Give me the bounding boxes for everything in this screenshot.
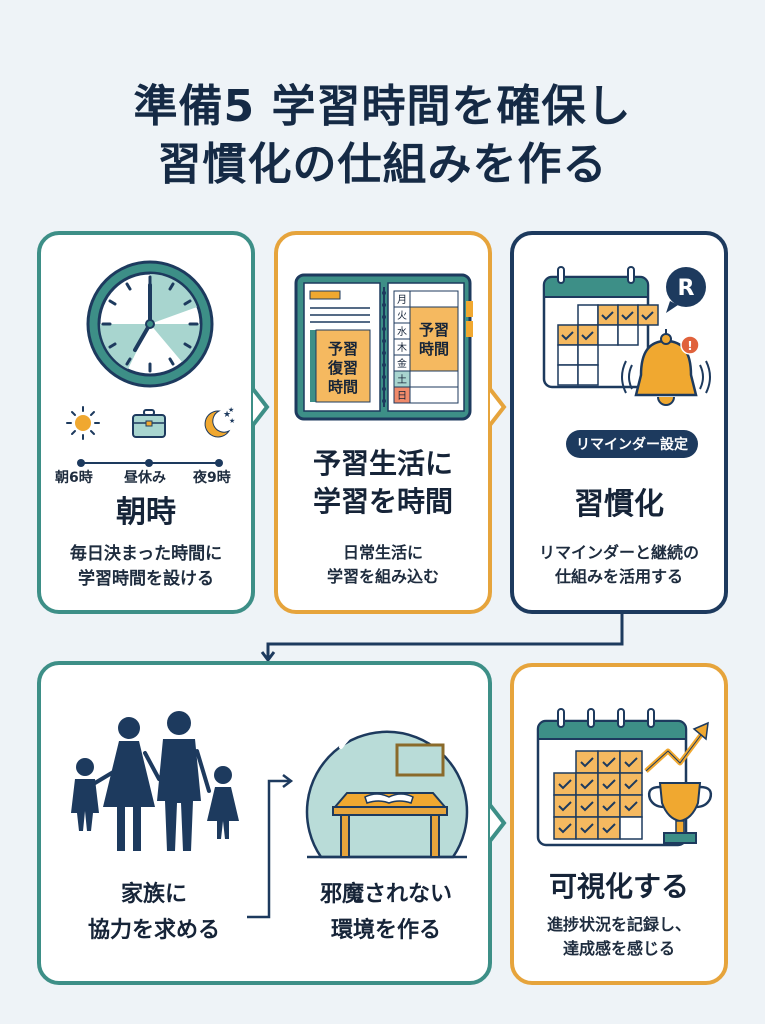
calendar-bell-icon: R ! [542,266,711,406]
svg-text:★: ★ [223,410,231,420]
card-heading: 習慣化 [574,487,664,522]
lunchbox-icon [132,409,166,438]
card-description: 進捗状況を記録し、 達成感を感じる [546,915,691,958]
svg-text:復習: 復習 [327,359,358,377]
svg-text:土: 土 [397,373,407,386]
svg-text:時間: 時間 [328,378,358,396]
reminder-setting-pill: リマインダー設定 [566,430,698,458]
card-planner: 予習 復習 時間 月 火 水 木 金 土 日 予習 時間 [274,231,507,614]
arrow-notch-right [251,387,270,427]
svg-text:!: ! [687,339,692,353]
card-heading: 朝時 [116,495,176,530]
environment-heading: 邪魔されない 環境を作る [319,882,452,943]
page-title: 準備5 学習時間を確保し 習慣化の仕組みを作る [0,78,765,194]
sun-icon [66,406,100,440]
card-heading: 可視化する [548,870,689,903]
planner-icon: 予習 復習 時間 月 火 水 木 金 土 日 予習 時間 [294,273,473,421]
timeline-line [77,459,223,467]
arrow-notch-right [488,803,507,843]
clock-icon [86,260,214,388]
svg-text:予習: 予習 [328,340,358,358]
card-morning-time: ★ ★ ★ 朝6時 昼休み 夜9時 朝時 毎日決まった時間に 学習時間を設ける [37,231,270,614]
title-line-2: 習慣化の仕組みを作る [157,139,608,190]
family-heading: 家族に 協力を求める [87,882,220,943]
timeline-label-lunch: 昼休み [124,470,166,486]
svg-text:★: ★ [229,417,235,425]
svg-text:予習: 予習 [419,321,449,339]
svg-text:月: 月 [397,294,407,306]
svg-text:時間: 時間 [419,340,449,358]
progress-calendar-trophy-icon [536,708,713,847]
svg-text:火: 火 [397,310,407,322]
card-description: 毎日決まった時間に 学習時間を設ける [69,544,223,589]
moon-icon: ★ ★ ★ [204,406,235,438]
flow-connector-arrow [260,614,624,663]
timeline-label-morning: 朝6時 [55,470,93,486]
card-heading: 予習生活に 学習を時間 [312,447,453,518]
timeline-label-night: 夜9時 [193,470,231,486]
svg-text:R: R [678,276,695,301]
svg-text:★: ★ [228,406,234,414]
card-family-environment: 家族に 協力を求める 邪魔されない 環境を作る [37,661,507,985]
card-visualize: 可視化する 進捗状況を記録し、 達成感を感じる [510,663,728,985]
svg-text:日: 日 [397,391,407,402]
study-desk-bubble-icon [305,721,469,859]
arrow-notch-right [488,387,507,427]
family-icon [71,711,239,851]
card-habit: R ! リマインダー設定 習慣化 リマインダーと継続の 仕組みを活用する [510,231,728,614]
svg-text:金: 金 [397,357,407,370]
card-description: 日常生活に 学習を組み込む [326,543,439,586]
svg-text:水: 水 [397,326,407,338]
svg-text:木: 木 [397,342,407,354]
inner-flow-arrow [247,774,294,919]
card-description: リマインダーと継続の 仕組みを活用する [538,543,699,586]
title-line-1: 準備5 学習時間を確保し [133,81,632,132]
